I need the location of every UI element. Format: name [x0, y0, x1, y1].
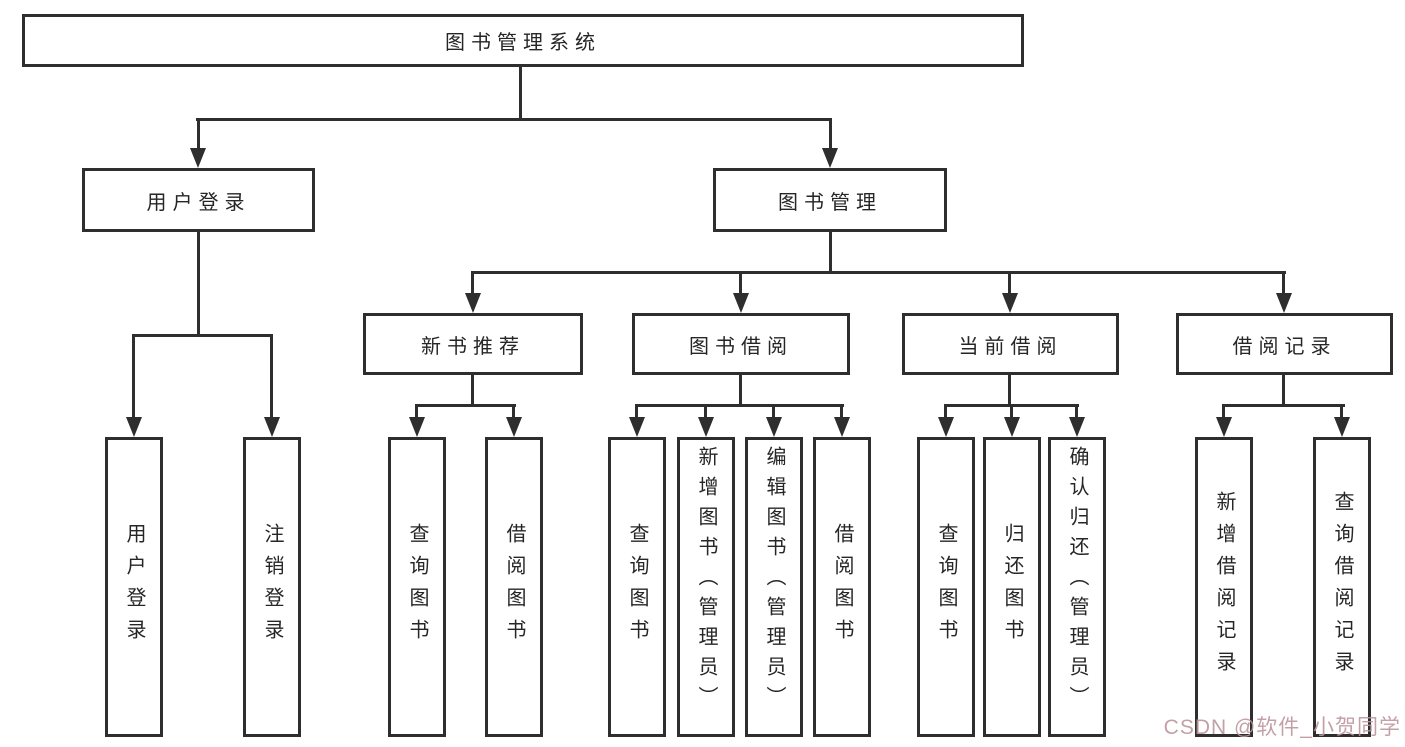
connector-line: [829, 118, 832, 150]
connector-line: [1008, 375, 1011, 406]
connector-line: [471, 375, 474, 406]
arrow-down-icon: [465, 293, 481, 313]
leaf-label: 归还图书: [1001, 523, 1023, 651]
arrow-down-icon: [264, 417, 280, 437]
connector-line: [1222, 404, 1225, 419]
leaf-query-borrow-record: 查询借阅记录: [1313, 437, 1371, 737]
connector-line: [512, 404, 515, 419]
node-label: 图书管理系统: [445, 32, 601, 54]
arrow-down-icon: [733, 293, 749, 313]
leaf-query-books: 查询图书: [917, 437, 975, 737]
arrow-down-icon: [1069, 417, 1085, 437]
connector-line: [270, 334, 273, 419]
arrow-down-icon: [1216, 417, 1232, 437]
arrow-down-icon: [126, 417, 142, 437]
node-label: 当前借阅: [958, 335, 1063, 358]
leaf-query-books: 查询图书: [388, 437, 446, 737]
leaf-label: 新增借阅记录: [1213, 491, 1235, 683]
arrow-down-icon: [409, 417, 425, 437]
connector-line: [1282, 271, 1285, 297]
arrow-down-icon: [1004, 417, 1020, 437]
connector-line: [704, 404, 707, 419]
arrow-down-icon: [506, 417, 522, 437]
leaf-label: 借阅图书: [503, 523, 525, 651]
arrow-down-icon: [766, 417, 782, 437]
leaf-borrow-books: 借阅图书: [813, 437, 871, 737]
connector-line: [196, 118, 832, 121]
leaf-user-login: 用户登录: [105, 437, 163, 737]
csdn-watermark: CSDN @软件_小贺同学: [1163, 716, 1401, 739]
node-new-book-recommendation: 新书推荐: [363, 313, 583, 375]
connector-line: [132, 334, 135, 419]
connector-line: [415, 404, 516, 407]
arrow-down-icon: [1334, 417, 1350, 437]
connector-line: [132, 334, 273, 337]
node-label: 用户登录: [146, 191, 251, 214]
leaf-label: 注销登录: [261, 523, 283, 651]
node-library-system: 图书管理系统: [22, 14, 1024, 67]
arrow-down-icon: [629, 417, 645, 437]
connector-line: [840, 404, 843, 419]
connector-line: [739, 271, 742, 297]
connector-line: [1340, 404, 1343, 419]
arrow-down-icon: [1002, 293, 1018, 313]
connector-line: [1222, 404, 1345, 407]
arrow-down-icon: [190, 148, 206, 168]
leaf-return-books: 归还图书: [983, 437, 1041, 737]
leaf-label: 新增图书（管理员）: [695, 446, 717, 716]
node-user-login: 用户登录: [82, 168, 315, 232]
leaf-confirm-return-admin: 确认归还（管理员）: [1048, 437, 1106, 737]
connector-line: [519, 67, 522, 120]
leaf-logout: 注销登录: [243, 437, 301, 737]
connector-line: [772, 404, 775, 419]
node-current-borrowing: 当前借阅: [902, 313, 1119, 375]
arrow-down-icon: [938, 417, 954, 437]
connector-line: [415, 404, 418, 419]
connector-line: [1075, 404, 1078, 419]
leaf-add-borrow-record: 新增借阅记录: [1195, 437, 1253, 737]
leaf-label: 用户登录: [123, 523, 145, 651]
connector-line: [944, 404, 947, 419]
arrow-down-icon: [1276, 293, 1292, 313]
arrow-down-icon: [822, 148, 838, 168]
node-book-borrowing: 图书借阅: [632, 313, 850, 375]
leaf-borrow-books: 借阅图书: [485, 437, 543, 737]
leaf-label: 查询图书: [935, 523, 957, 651]
node-label: 新书推荐: [421, 335, 525, 358]
leaf-query-books: 查询图书: [608, 437, 666, 737]
node-borrowing-records: 借阅记录: [1176, 313, 1393, 375]
arrow-down-icon: [698, 417, 714, 437]
connector-line: [197, 118, 200, 150]
node-label: 图书借阅: [689, 335, 793, 358]
connector-line: [739, 375, 742, 406]
leaf-label: 借阅图书: [831, 523, 853, 651]
connector-line: [1282, 375, 1285, 406]
leaf-edit-books-admin: 编辑图书（管理员）: [745, 437, 803, 737]
node-book-management: 图书管理: [713, 168, 947, 232]
connector-line: [635, 404, 638, 419]
connector-line: [471, 271, 474, 297]
connector-line: [635, 404, 844, 407]
leaf-label: 查询图书: [406, 523, 428, 651]
connector-line: [1008, 271, 1011, 297]
connector-line: [471, 271, 1286, 274]
leaf-label: 查询借阅记录: [1331, 491, 1353, 683]
arrow-down-icon: [834, 417, 850, 437]
leaf-label: 编辑图书（管理员）: [763, 446, 785, 716]
leaf-label: 查询图书: [626, 523, 648, 651]
leaf-label: 确认归还（管理员）: [1066, 446, 1088, 716]
node-label: 借阅记录: [1232, 335, 1337, 358]
connector-line: [1010, 404, 1013, 419]
connector-line: [197, 232, 200, 336]
leaf-add-books-admin: 新增图书（管理员）: [677, 437, 735, 737]
node-label: 图书管理: [778, 191, 882, 214]
connector-line: [829, 232, 832, 273]
